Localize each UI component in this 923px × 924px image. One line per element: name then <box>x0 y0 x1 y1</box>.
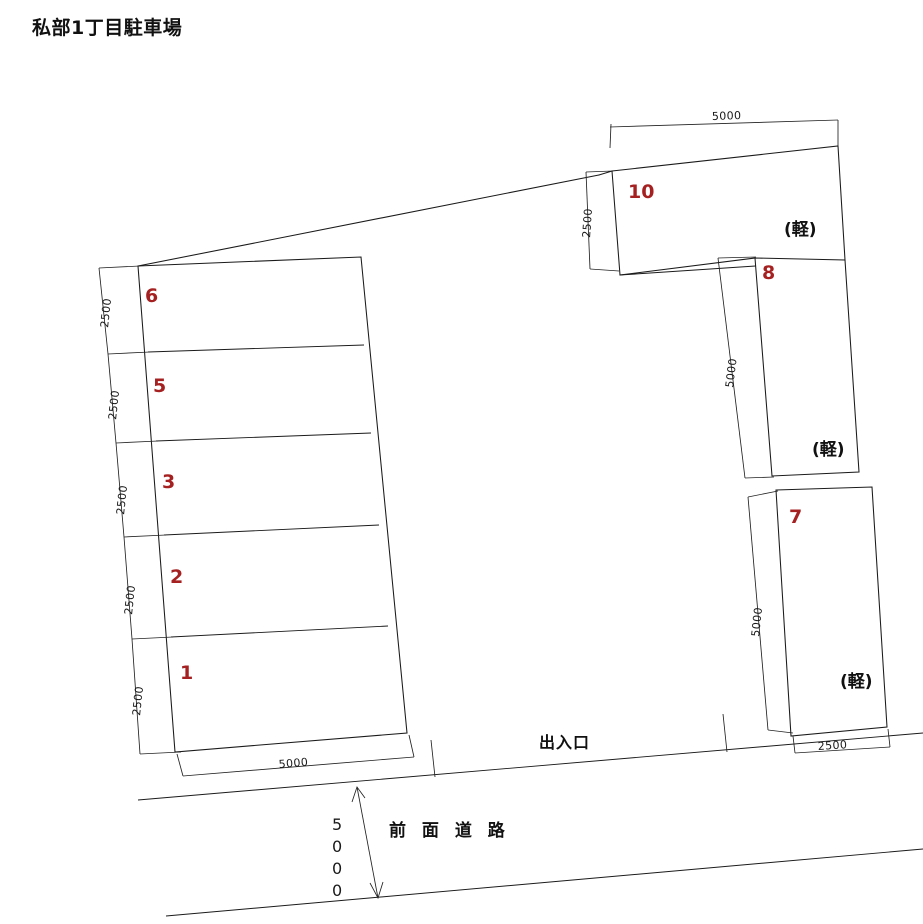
stall-number-1: 1 <box>180 662 193 684</box>
north-boundary <box>137 174 600 267</box>
left-divider-6-5 <box>147 344 365 353</box>
dim-10-width-line <box>609 119 839 128</box>
kei-label-stall-10: (軽) <box>784 219 817 240</box>
dim-ext-3 <box>123 534 167 538</box>
dim-ext-7w-left <box>792 735 796 754</box>
stall-number-6: 6 <box>145 285 158 307</box>
road-lower-edge <box>165 848 923 917</box>
dim-ext-7-bot <box>767 729 794 734</box>
boundary-stall10-to-8 <box>619 257 756 276</box>
dim-8-depth-line <box>717 257 746 479</box>
frontage-road: 出入口 前 面 道 路 5 0 0 0 <box>137 713 923 917</box>
dim-ext-10-top <box>585 170 614 173</box>
left-divider-3-2 <box>163 524 380 536</box>
dim-ext-4 <box>131 636 174 640</box>
entrance-tick-left <box>430 739 436 778</box>
road-dim-arrow-top <box>351 786 366 803</box>
left-width-dimension: 5000 <box>176 734 415 777</box>
dim-label-2500-c: 2500 <box>114 485 130 516</box>
dim-chain-line <box>98 267 141 755</box>
dim-ext-7w-right <box>887 728 891 748</box>
road-dim-digit-1: 5 <box>332 815 342 834</box>
stall-10-outline <box>611 145 846 276</box>
kei-label-stall-7: (軽) <box>840 671 873 692</box>
dim-ext-top <box>98 265 141 269</box>
stall-number-5: 5 <box>153 375 166 397</box>
dim-ext-7-top <box>747 490 779 498</box>
dim-label-2500-e: 2500 <box>130 686 146 717</box>
dim-10-depth-line <box>585 171 591 270</box>
dim-label-5000-stall-7: 5000 <box>749 607 765 638</box>
dim-ext-10-left <box>609 123 612 149</box>
road-dim-digit-2: 0 <box>332 837 342 856</box>
kei-label-stall-8: (軽) <box>812 439 845 460</box>
dim-label-2500-b: 2500 <box>106 390 122 421</box>
stall-7-outline <box>775 486 888 737</box>
road-dim-digit-4: 0 <box>332 881 342 900</box>
stall-8-depth-dimension: 5000 <box>717 256 775 479</box>
dim-ext-2 <box>115 440 159 444</box>
entrance-tick-right <box>722 713 728 753</box>
dim-label-2500-d: 2500 <box>122 585 138 616</box>
dim-label-2500-a: 2500 <box>98 298 114 329</box>
left-divider-2-1 <box>170 625 389 638</box>
dim-ext-bottom <box>139 751 182 755</box>
stall-10-depth-dimension: 2500 <box>580 170 620 272</box>
stall-10-group: 10 (軽) 5000 2500 <box>580 109 846 276</box>
dim-label-2500-stall-10: 2500 <box>580 208 595 238</box>
stall-10-width-dimension: 5000 <box>609 109 839 149</box>
road-dim-digit-3: 0 <box>332 859 342 878</box>
dim-width-line <box>182 756 415 777</box>
dim-ext-right <box>408 734 415 758</box>
dim-7-width-line <box>794 746 891 754</box>
stall-7-depth-dimension: 5000 <box>747 490 794 734</box>
entrance-label: 出入口 <box>539 733 590 752</box>
dim-7-depth-line <box>747 496 769 731</box>
dim-ext-left <box>176 753 184 777</box>
stall-number-8: 8 <box>762 262 775 284</box>
road-upper-edge <box>137 732 923 801</box>
dim-label-5000-stall-10: 5000 <box>712 109 742 123</box>
stall-7-width-dimension: 2500 <box>792 728 891 754</box>
north-boundary-diagonal <box>137 174 600 267</box>
left-block-outline <box>137 256 408 753</box>
frontage-road-label: 前 面 道 路 <box>389 820 510 841</box>
dim-ext-8-bot <box>744 476 775 479</box>
site-boundary <box>598 170 756 276</box>
stall-8-group: 8 (軽) 5000 <box>717 256 860 479</box>
stall-number-7: 7 <box>789 506 802 528</box>
stall-7-group: 7 (軽) 5000 2500 <box>747 486 891 754</box>
left-parking-block: 6 5 3 2 1 2500 2500 2500 2500 2500 5 <box>98 256 415 777</box>
stall-number-10: 10 <box>628 181 654 203</box>
dim-ext-1 <box>107 351 151 355</box>
dim-ext-10-bot <box>589 268 620 272</box>
stall-8-outline <box>754 257 860 477</box>
left-divider-5-3 <box>155 432 372 442</box>
stall-number-2: 2 <box>170 566 183 588</box>
dim-label-2500-stall-7: 2500 <box>817 738 847 753</box>
stall-number-3: 3 <box>162 471 175 493</box>
boundary-link-north <box>598 170 613 176</box>
road-dim-line <box>356 786 379 899</box>
dim-ext-8-top <box>717 256 757 259</box>
dim-label-5000-stall-8: 5000 <box>723 357 740 388</box>
left-depth-dimension-chain: 2500 2500 2500 2500 2500 <box>98 265 182 755</box>
dim-label-5000-left-block: 5000 <box>278 756 309 771</box>
road-dim-arrow-bottom <box>369 881 384 900</box>
page-title: 私部1丁目駐車場 <box>32 17 183 39</box>
road-width-dimension: 5 0 0 0 <box>332 786 384 900</box>
